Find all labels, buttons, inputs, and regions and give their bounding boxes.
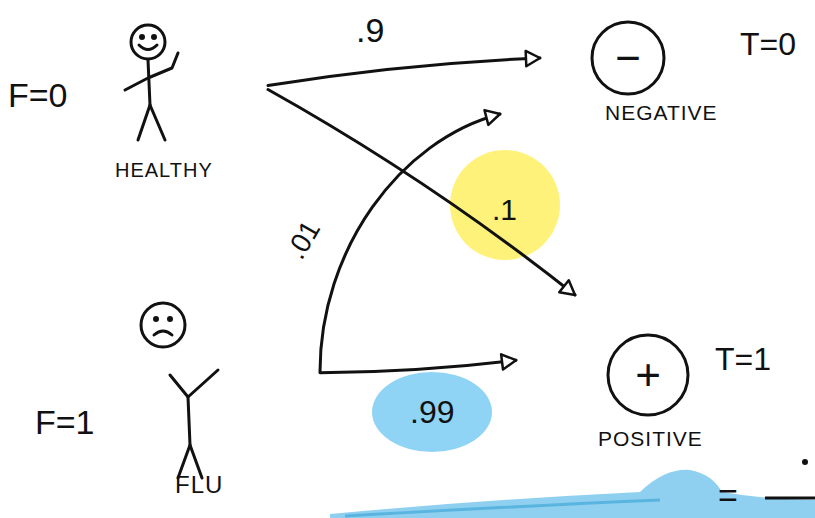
probability-arrow	[268, 51, 540, 86]
person-figure: F=0HEALTHY	[110, 18, 195, 148]
figure-head	[141, 303, 185, 347]
blue-highlight	[372, 372, 492, 452]
result-caption: POSITIVE	[598, 428, 703, 449]
equation-fragment: =	[718, 478, 738, 512]
arrow-head	[501, 354, 516, 369]
arrow-head	[526, 51, 540, 66]
probability-arrow	[320, 110, 500, 372]
arrow-line	[320, 114, 500, 372]
figure-eye	[155, 318, 158, 321]
figure-legs	[138, 105, 165, 140]
swash-edge	[345, 500, 660, 516]
state-label: F=0	[8, 78, 68, 112]
figure-smile	[139, 45, 157, 50]
state-label: F=1	[35, 405, 95, 439]
probability-label: .9	[356, 13, 384, 47]
fraction-bar	[765, 497, 815, 500]
arrow-line	[268, 58, 540, 86]
arrow-line	[320, 360, 516, 373]
probability-arrow	[320, 354, 516, 372]
stick-figure	[130, 295, 235, 480]
figure-arms	[170, 370, 218, 397]
figure-eye	[141, 36, 144, 39]
figure-caption: HEALTHY	[115, 160, 213, 180]
result-symbol: +	[606, 353, 690, 397]
person-figure: F=1FLU	[130, 295, 235, 480]
result-circle: −NEGATIVET=0	[590, 20, 666, 96]
probability-label: .1	[492, 195, 517, 225]
figure-eye	[169, 318, 172, 321]
arrow-head	[484, 110, 500, 125]
blue-swash	[330, 470, 815, 518]
probability-arrow	[268, 90, 575, 296]
figure-body	[148, 60, 150, 105]
stick-figure	[110, 18, 195, 148]
figure-arms	[125, 53, 178, 90]
result-symbol: −	[590, 36, 666, 80]
state-label: T=1	[715, 343, 771, 375]
figure-head	[131, 25, 165, 59]
figure-eye	[153, 36, 156, 39]
arrow-head	[559, 280, 575, 295]
result-caption: NEGATIVE	[605, 102, 718, 123]
cut-digit	[802, 459, 808, 465]
figure-frown	[154, 331, 172, 335]
yellow-highlight	[450, 150, 560, 260]
arrow-line	[268, 90, 575, 296]
probability-label: .99	[410, 396, 454, 428]
figure-caption: FLU	[175, 473, 223, 497]
state-label: T=0	[740, 28, 796, 60]
probability-label: .01	[282, 216, 326, 264]
figure-body	[188, 397, 190, 445]
result-circle: +POSITIVET=1	[606, 333, 690, 417]
